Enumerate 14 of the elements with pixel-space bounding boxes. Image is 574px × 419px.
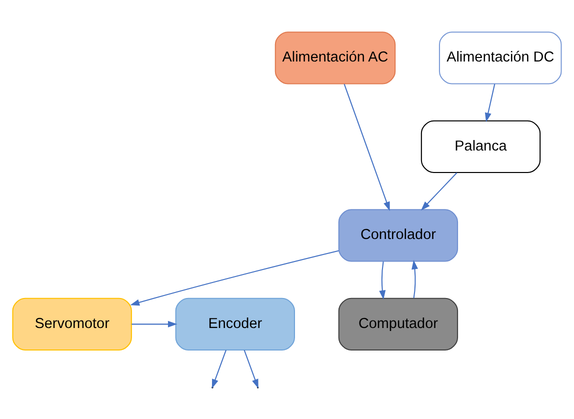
node-box: Palanca: [420, 120, 541, 172]
node-box: Alimentación AC: [274, 31, 396, 84]
node-box: Alimentación DC: [438, 31, 562, 84]
arrow: [132, 320, 178, 327]
node-box: Computador: [338, 297, 458, 350]
arrow: [484, 83, 496, 122]
arrow: [130, 250, 339, 306]
arrow: [420, 172, 458, 210]
arrow: [344, 83, 390, 211]
node-box: Controlador: [338, 208, 458, 262]
arrow: [379, 260, 386, 300]
arrow: [412, 259, 418, 298]
node-box: Encoder: [175, 297, 295, 350]
node-box: Servomotor: [12, 297, 132, 350]
